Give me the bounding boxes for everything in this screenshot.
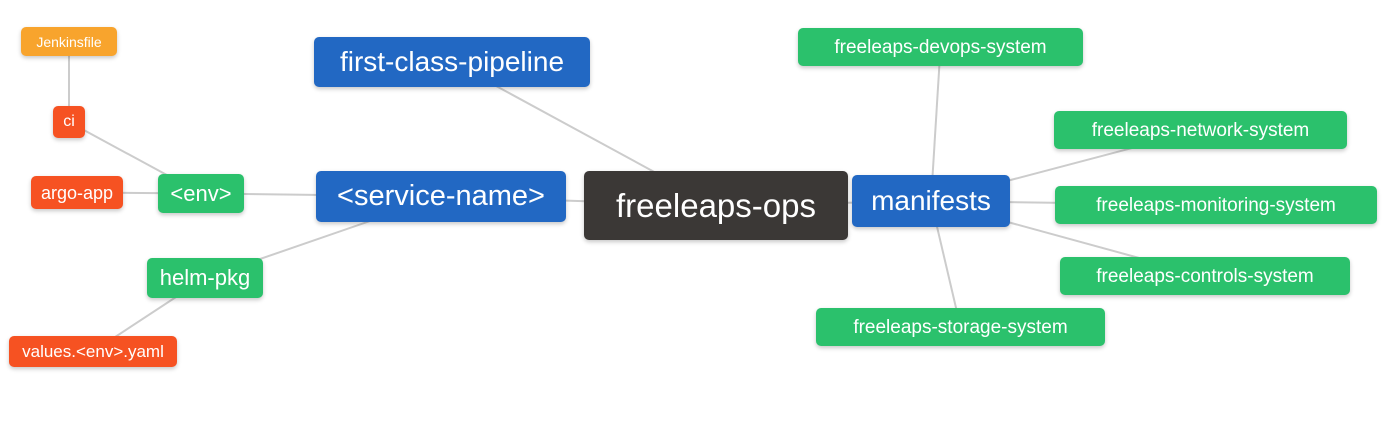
node-label-service-name: <service-name> [337,180,545,212]
mindmap-node-controls-system[interactable]: freeleaps-controls-system [1060,257,1350,295]
node-label-controls-system: freeleaps-controls-system [1096,265,1314,287]
node-label-values-env-yaml: values.<env>.yaml [22,342,164,361]
mindmap-node-manifests[interactable]: manifests [852,175,1010,227]
mindmap-node-env[interactable]: <env> [158,174,244,213]
node-label-ci: ci [63,113,75,130]
mindmap-node-devops-system[interactable]: freeleaps-devops-system [798,28,1083,66]
mindmap-node-network-system[interactable]: freeleaps-network-system [1054,111,1347,149]
node-label-freeleaps-ops: freeleaps-ops [616,187,816,224]
node-label-argo-app: argo-app [40,182,114,203]
node-label-storage-system: freeleaps-storage-system [853,316,1068,338]
node-label-first-class-pipeline: first-class-pipeline [339,46,565,77]
mindmap-node-monitoring-system[interactable]: freeleaps-monitoring-system [1055,186,1377,224]
node-label-monitoring-system: freeleaps-monitoring-system [1096,194,1336,216]
node-label-devops-system: freeleaps-devops-system [834,36,1047,58]
mindmap-node-values-env-yaml[interactable]: values.<env>.yaml [9,336,177,367]
mindmap-node-jenkinsfile[interactable]: Jenkinsfile [21,27,117,56]
mindmap-node-freeleaps-ops[interactable]: freeleaps-ops [584,171,848,240]
mindmap-node-helm-pkg[interactable]: helm-pkg [147,258,263,298]
mindmap-node-argo-app[interactable]: argo-app [31,176,123,209]
node-label-jenkinsfile: Jenkinsfile [36,33,102,50]
mindmap-node-storage-system[interactable]: freeleaps-storage-system [816,308,1105,346]
mindmap-node-ci[interactable]: ci [53,106,85,138]
mindmap-node-first-class-pipeline[interactable]: first-class-pipeline [314,37,590,87]
node-label-manifests: manifests [871,185,991,216]
node-label-helm-pkg: helm-pkg [159,265,251,290]
mindmap-node-service-name[interactable]: <service-name> [316,171,566,222]
node-label-network-system: freeleaps-network-system [1091,119,1310,141]
node-label-env: <env> [170,180,232,206]
